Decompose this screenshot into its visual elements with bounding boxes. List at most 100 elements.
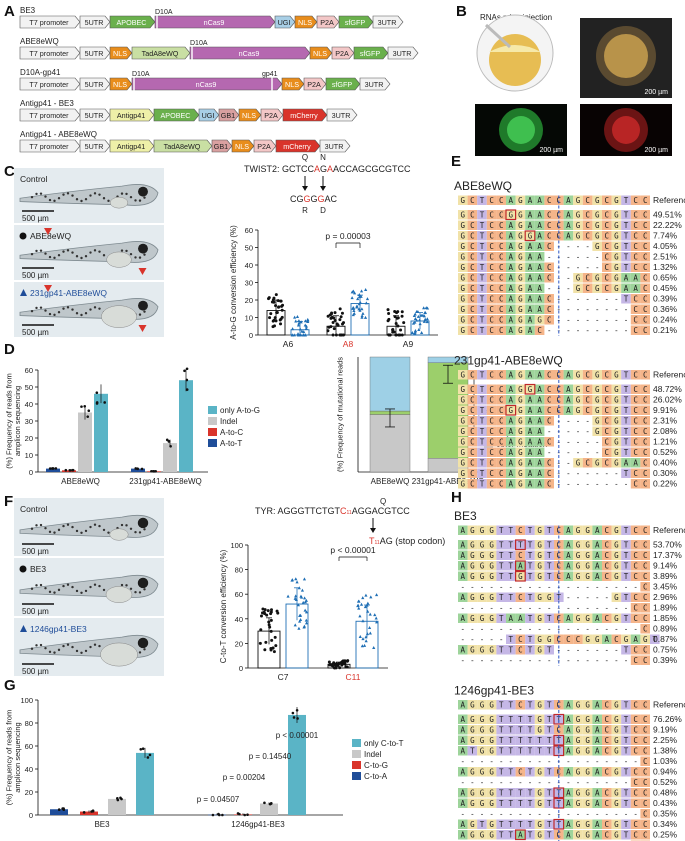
base-letter: G	[470, 593, 475, 602]
base-letter: C	[605, 438, 610, 447]
base-letter: T	[528, 726, 533, 735]
data-point	[425, 320, 429, 324]
base-cell	[592, 405, 602, 415]
base-cell	[477, 437, 487, 447]
base-letter: G	[470, 799, 475, 808]
legend-label: Indel	[364, 750, 382, 759]
base-letter: A	[537, 196, 542, 205]
data-point	[277, 305, 281, 309]
data-point	[400, 333, 404, 337]
base-letter: -	[470, 656, 475, 665]
base-cell	[525, 416, 535, 426]
base-letter: T	[528, 614, 533, 623]
base-letter: C	[547, 406, 552, 415]
base-cell	[477, 315, 487, 325]
base-letter: A	[595, 736, 600, 745]
base-cell	[630, 426, 641, 436]
base-cell	[534, 252, 545, 262]
base-letter: C	[643, 371, 648, 380]
data-point	[273, 324, 277, 328]
base-cell	[515, 315, 526, 325]
base-letter: G	[470, 820, 475, 829]
base-cell	[506, 746, 516, 756]
base-letter: C	[499, 242, 504, 251]
base-letter: G	[614, 396, 619, 405]
base-letter: -	[605, 316, 610, 325]
data-point	[150, 469, 153, 473]
base-letter: -	[585, 417, 590, 426]
base-letter: G	[461, 459, 466, 468]
base-cell	[602, 370, 612, 380]
base-cell	[544, 304, 554, 314]
construct-part-label: 5UTR	[85, 80, 104, 89]
base-cell	[496, 571, 506, 581]
base-letter: C	[643, 459, 648, 468]
base-cell	[525, 634, 535, 644]
base-letter: T	[547, 747, 552, 756]
base-cell	[563, 561, 574, 571]
base-cell	[621, 195, 631, 205]
base-letter: C	[643, 284, 648, 293]
base-letter: G	[518, 305, 523, 314]
base-letter: -	[585, 593, 590, 602]
base-letter: -	[480, 810, 485, 819]
y-tick-label: 40	[235, 615, 243, 624]
base-cell	[506, 405, 516, 415]
base-letter: C	[633, 736, 638, 745]
base-letter: C	[585, 284, 590, 293]
base-letter: C	[547, 480, 552, 489]
data-point	[392, 330, 396, 334]
base-letter: T	[480, 480, 485, 489]
base-letter: -	[489, 656, 494, 665]
data-point	[386, 319, 390, 323]
base-letter: A	[566, 701, 571, 710]
base-letter: -	[566, 778, 571, 787]
base-cell	[486, 788, 497, 798]
base-letter: T	[499, 715, 504, 724]
read-frequency: 1.89%	[653, 603, 678, 613]
chart-d-right: (%) Frequency of mutational readsABE8eWQ…	[336, 357, 548, 486]
base-letter: T	[557, 799, 562, 808]
base-letter: -	[576, 326, 581, 335]
base-letter: C	[499, 263, 504, 272]
base-cell	[525, 540, 535, 550]
data-point	[356, 603, 360, 607]
base-cell	[592, 370, 602, 380]
base-cell	[611, 819, 622, 829]
panel-label-g: G	[4, 677, 16, 694]
base-cell	[467, 746, 478, 756]
y-tick-label: 50	[25, 383, 33, 392]
data-point	[346, 659, 350, 663]
base-cell	[592, 241, 602, 251]
base-letter: C	[633, 295, 638, 304]
base-letter: C	[499, 469, 504, 478]
base-letter: T	[547, 646, 552, 655]
base-letter: C	[470, 480, 475, 489]
base-letter: C	[470, 211, 475, 220]
base-letter: T	[547, 831, 552, 840]
base-letter: A	[528, 396, 533, 405]
base-cell	[640, 624, 650, 634]
base-cell	[496, 735, 506, 745]
base-letter: -	[566, 326, 571, 335]
base-cell	[611, 798, 622, 808]
base-letter: G	[489, 562, 494, 571]
base-cell	[467, 426, 478, 436]
base-cell	[506, 819, 516, 829]
base-cell	[496, 262, 506, 272]
base-letter: T	[624, 371, 629, 380]
base-letter: A	[537, 211, 542, 220]
edited-base-box	[524, 383, 536, 395]
base-cell	[592, 788, 602, 798]
base-letter: G	[518, 448, 523, 457]
base-cell	[458, 592, 468, 602]
svg-text:TWIST2: GCTCCAGAACCAGCGCGTCC: TWIST2: GCTCCAGAACCAGCGCGTCC	[244, 164, 411, 174]
base-letter: -	[489, 757, 494, 766]
base-cell	[477, 304, 487, 314]
base-cell	[573, 725, 583, 735]
base-cell	[506, 426, 516, 436]
data-point	[185, 388, 189, 391]
base-letter: C	[489, 284, 494, 293]
base-letter: T	[499, 726, 504, 735]
base-letter: C	[605, 820, 610, 829]
